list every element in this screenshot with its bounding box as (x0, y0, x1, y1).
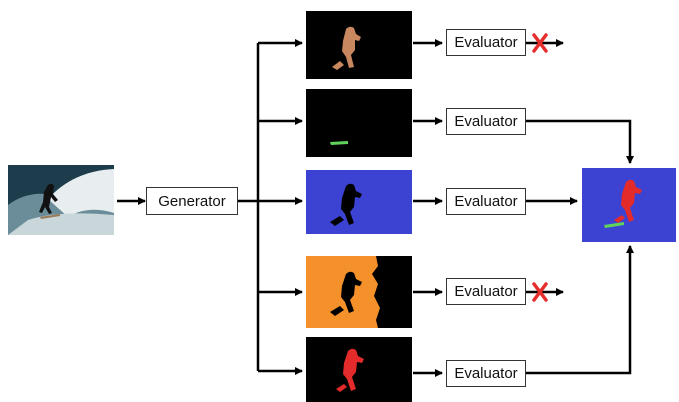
input-surfer-photo (8, 165, 114, 235)
evaluator-label: Evaluator (454, 34, 518, 51)
arrow-evaluator5-to-result (526, 245, 634, 375)
evaluator-label: Evaluator (454, 365, 518, 382)
cross-icon (532, 33, 548, 53)
evaluator-label: Evaluator (454, 283, 518, 300)
arrow-evaluator2-to-result (526, 119, 634, 164)
evaluator-box: Evaluator (446, 360, 526, 387)
generator-box: Generator (146, 187, 238, 215)
evaluator-label: Evaluator (454, 193, 518, 210)
mask-thumbnail-person (306, 337, 412, 402)
generator-label: Generator (158, 192, 226, 210)
evaluator-box: Evaluator (446, 29, 526, 56)
cross-icon (532, 282, 548, 302)
evaluator-box: Evaluator (446, 108, 526, 135)
evaluator-box: Evaluator (446, 188, 526, 215)
mask-thumbnail-background (306, 256, 412, 328)
mask-thumbnail-surfboard (306, 89, 412, 157)
evaluator-label: Evaluator (454, 113, 518, 130)
mask-thumbnail-torso (306, 11, 412, 79)
evaluator-box: Evaluator (446, 278, 526, 305)
result-composite-mask (582, 168, 676, 242)
mask-thumbnail-silhouette (306, 170, 412, 234)
